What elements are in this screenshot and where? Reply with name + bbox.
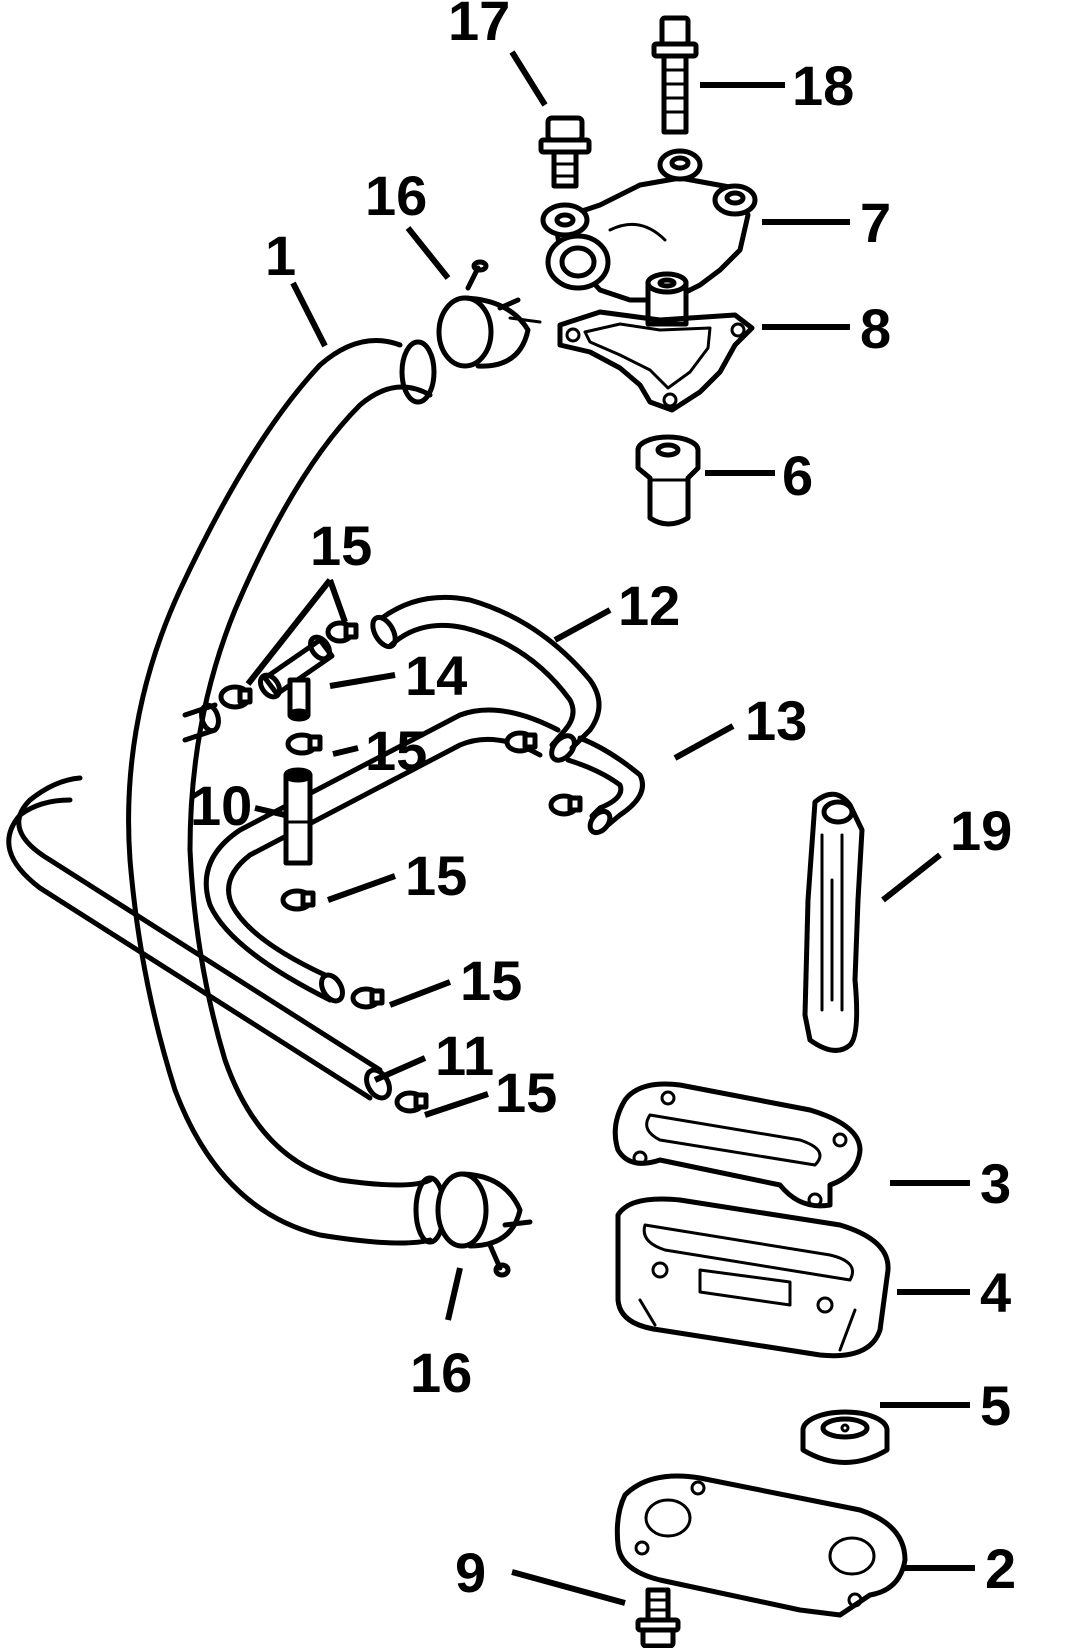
- part-16-clamp-top: [436, 259, 542, 369]
- clamp-8: [394, 1090, 429, 1114]
- clamp-2: [218, 684, 253, 710]
- clamp-6: [280, 888, 316, 912]
- part-3-gasket: [612, 1081, 863, 1209]
- part-4-manifold: [615, 1196, 891, 1359]
- callout-5: 5: [980, 1374, 1011, 1437]
- callout-13: 13: [745, 689, 807, 752]
- callout-10: 10: [190, 774, 252, 837]
- part-11-hose: [6, 775, 392, 1101]
- callout-15-a: 15: [310, 514, 372, 577]
- callout-4: 4: [980, 1261, 1011, 1324]
- callout-19: 19: [950, 799, 1012, 862]
- part-7-housing: [540, 148, 758, 327]
- callout-15-c: 15: [405, 844, 467, 907]
- part-15-clamps: [218, 620, 583, 1114]
- part-8-gasket: [557, 309, 755, 413]
- callout-6: 6: [782, 444, 813, 507]
- clamp-1: [325, 620, 359, 644]
- part-14-t-fitting: [257, 634, 335, 722]
- callout-8: 8: [860, 297, 891, 360]
- part-16-clamp-bottom: [435, 1171, 533, 1278]
- part-13-hose: [565, 735, 645, 836]
- leader-lines: [245, 50, 975, 1606]
- clamp-4: [504, 730, 538, 754]
- callout-3: 3: [980, 1152, 1011, 1215]
- part-19-strainer: [802, 791, 865, 1053]
- part-12-hose: [370, 594, 602, 763]
- callout-11: 11: [435, 1024, 494, 1087]
- callout-12: 12: [618, 574, 680, 637]
- callout-15-b: 15: [365, 719, 427, 782]
- callout-14: 14: [405, 644, 467, 707]
- callout-15-d: 15: [460, 949, 522, 1012]
- callout-16-bottom: 16: [410, 1341, 472, 1404]
- part-9-bolt: [635, 1587, 681, 1648]
- callout-16-top: 16: [365, 164, 427, 227]
- callout-7: 7: [860, 191, 891, 254]
- clamp-5: [548, 793, 583, 817]
- clamp-7: [350, 986, 385, 1010]
- part-10-loop-hose: [182, 702, 561, 1004]
- part-10-tube: [283, 767, 313, 866]
- part-2-plate: [614, 1473, 908, 1618]
- callout-9: 9: [455, 1541, 486, 1604]
- callout-1: 1: [265, 224, 296, 287]
- part-6-thermostat: [635, 434, 701, 527]
- callout-17: 17: [448, 0, 510, 52]
- callout-15-e: 15: [495, 1061, 557, 1124]
- part-18-bolt: [651, 15, 699, 135]
- part-5-plug: [800, 1409, 890, 1465]
- clamp-3: [285, 732, 323, 756]
- callout-labels: 17 18 16 1 7 8 6 15 12 14 15 13 10 15 19…: [190, 0, 1016, 1604]
- callout-18: 18: [792, 54, 854, 117]
- part-17-bolt: [538, 115, 592, 189]
- callout-2: 2: [985, 1537, 1016, 1600]
